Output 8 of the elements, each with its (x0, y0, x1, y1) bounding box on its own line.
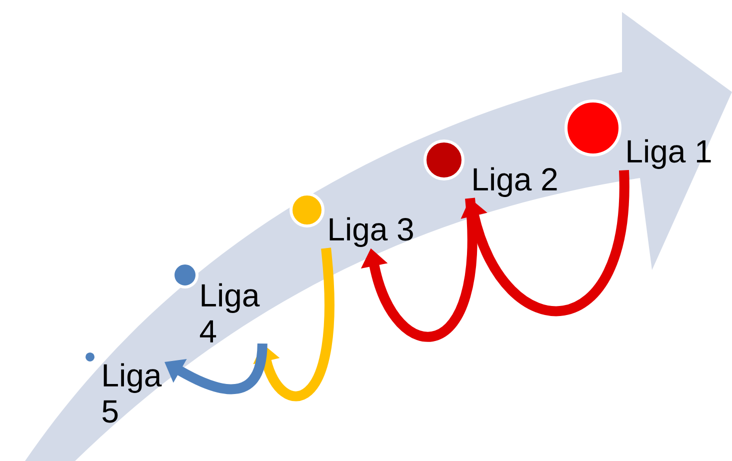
level-label: Liga 4 (200, 283, 260, 342)
level-label: Liga 5 (102, 363, 162, 423)
level-label: Liga 1 (628, 139, 711, 170)
level-label: Liga 3 (330, 217, 413, 248)
curved-arrow (460, 170, 629, 316)
curved-arrow (360, 198, 478, 342)
curved-arrow (253, 248, 334, 401)
level-label: Liga 2 (474, 167, 557, 198)
